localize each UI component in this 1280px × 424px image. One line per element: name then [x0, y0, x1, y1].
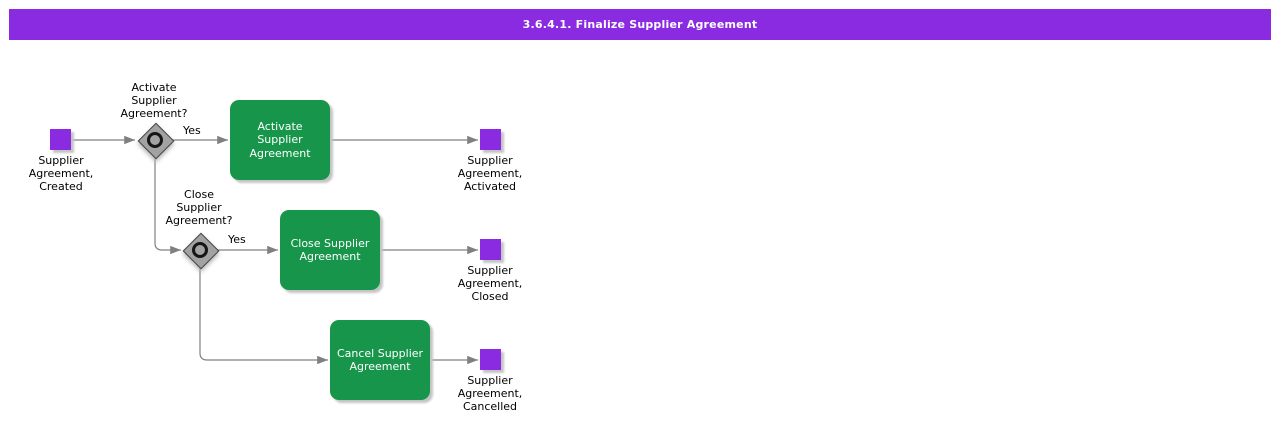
branch-label-yes-close: Yes — [228, 233, 246, 246]
connector-activate-decision-no-to-close-decision — [154, 157, 181, 255]
task-label: Activate Supplier Agreement — [249, 119, 311, 160]
event-label-activated: Supplier Agreement, Activated — [457, 154, 523, 193]
event-supplier-agreement-cancelled[interactable] — [480, 349, 501, 370]
decision-question-close: Close Supplier Agreement? — [165, 188, 233, 227]
branch-label-yes-activate: Yes — [183, 124, 201, 137]
task-label: Cancel Supplier Agreement — [336, 346, 424, 374]
event-supplier-agreement-activated[interactable] — [480, 129, 501, 150]
decision-ring-icon — [147, 132, 163, 148]
event-label-closed: Supplier Agreement, Closed — [457, 264, 523, 303]
page-title: 3.6.4.1. Finalize Supplier Agreement — [522, 18, 758, 31]
event-label-created: Supplier Agreement, Created — [28, 154, 94, 193]
decision-question-activate: Activate Supplier Agreement? — [120, 81, 188, 120]
task-label: Close Supplier Agreement — [290, 236, 370, 264]
decision-ring-icon — [192, 242, 208, 258]
task-activate-supplier-agreement[interactable]: Activate Supplier Agreement — [230, 100, 330, 180]
task-close-supplier-agreement[interactable]: Close Supplier Agreement — [280, 210, 380, 290]
connector-close-decision-no-to-cancel-task — [199, 267, 328, 365]
event-supplier-agreement-created[interactable] — [50, 129, 71, 150]
event-label-cancelled: Supplier Agreement, Cancelled — [457, 374, 523, 413]
decision-close-diamond — [182, 232, 220, 270]
event-supplier-agreement-closed[interactable] — [480, 239, 501, 260]
task-cancel-supplier-agreement[interactable]: Cancel Supplier Agreement — [330, 320, 430, 400]
title-bar: 3.6.4.1. Finalize Supplier Agreement — [9, 9, 1271, 40]
decision-activate-diamond — [137, 122, 175, 160]
